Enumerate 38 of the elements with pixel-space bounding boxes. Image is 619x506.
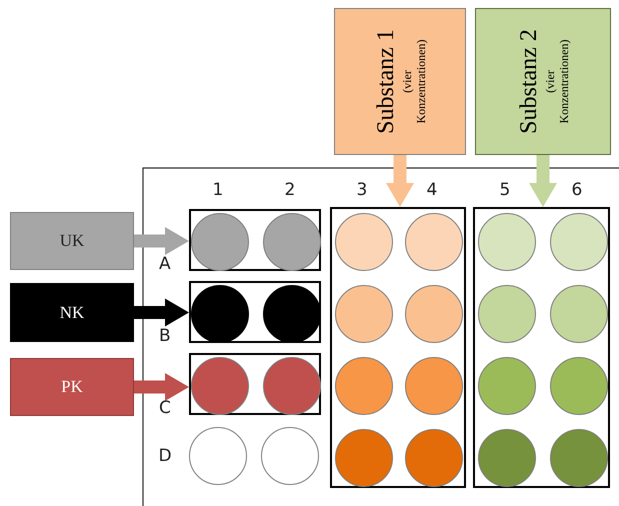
well <box>263 285 321 343</box>
well-group-frame <box>189 281 321 343</box>
block-arrow <box>529 155 557 207</box>
well <box>191 213 249 271</box>
row-label: B <box>159 326 171 346</box>
well <box>191 285 249 343</box>
label-box <box>475 8 611 155</box>
substance-title: Substanz 2 <box>516 29 542 134</box>
substance-title: Substanz 1 <box>372 29 400 134</box>
substance-note: (vier Konzentrationen) <box>400 38 428 126</box>
well <box>263 213 321 271</box>
block-arrow <box>134 298 189 326</box>
block-arrow <box>386 155 414 207</box>
control-label: NK <box>60 302 84 322</box>
column-label: 5 <box>500 180 510 200</box>
label-box <box>10 358 134 416</box>
well-group-frame <box>189 209 321 271</box>
label-box <box>10 283 134 342</box>
row-label: A <box>159 254 171 274</box>
substance-note: (vier Konzentrationen) <box>542 38 570 126</box>
well-group-frame <box>473 207 610 488</box>
label-box <box>334 8 466 155</box>
block-arrow <box>134 373 189 401</box>
block-arrow <box>134 227 189 255</box>
control-label: UK <box>60 231 84 251</box>
well <box>191 357 249 415</box>
column-label: 2 <box>284 180 296 200</box>
control-label: PK <box>61 377 83 397</box>
well-group-frame <box>189 353 321 415</box>
row-label: D <box>158 446 172 466</box>
column-label: 4 <box>426 180 438 200</box>
column-label: 6 <box>572 180 582 200</box>
well <box>263 357 321 415</box>
well-group-frame <box>330 207 466 488</box>
column-label: 3 <box>356 180 368 200</box>
column-label: 1 <box>212 180 224 200</box>
row-label: C <box>159 398 171 418</box>
label-box <box>10 212 134 270</box>
